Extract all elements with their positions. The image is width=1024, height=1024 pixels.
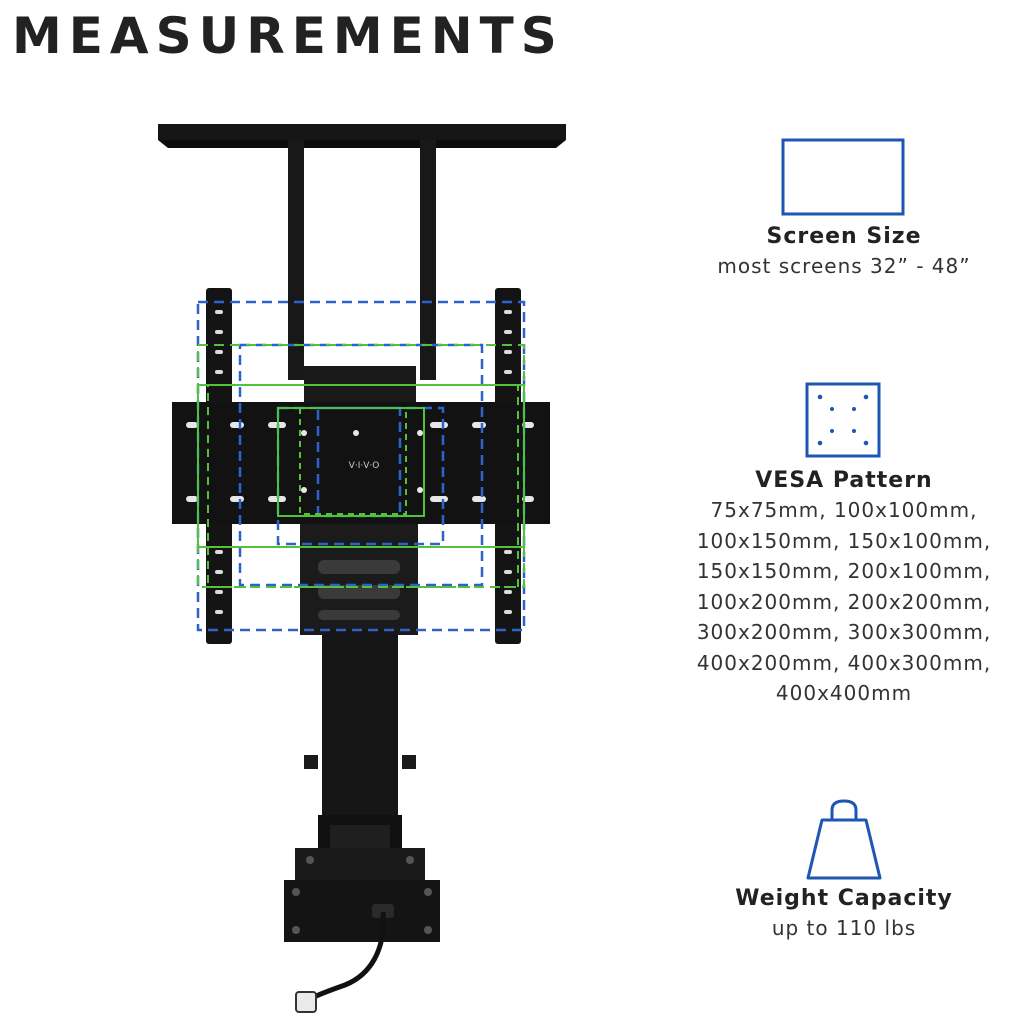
vesa-size-line: 100x200mm, 200x200mm, xyxy=(696,589,992,614)
vesa-size-line: 100x150mm, 150x100mm, xyxy=(696,528,992,553)
spec-heading: Weight Capacity xyxy=(735,886,953,911)
weight-icon xyxy=(806,799,882,880)
tv-lift-illustration: V·I·V·O xyxy=(158,124,566,1013)
vesa-size-line: 150x150mm, 200x100mm, xyxy=(696,559,992,583)
spec-description: most screens 32” - 48” xyxy=(717,254,971,278)
spec-heading: Screen Size xyxy=(766,224,922,249)
cable-plug xyxy=(295,991,317,1013)
vesa-size-line: 400x200mm, 400x300mm, xyxy=(696,650,992,675)
spec-vesa-pattern: VESA Pattern 75x75mm, 100x100mm, 100x150… xyxy=(664,382,1024,709)
spec-heading: VESA Pattern xyxy=(755,468,933,493)
vesa-size-line: 400x400mm xyxy=(775,681,913,705)
mount-logo: V·I·V·O xyxy=(349,461,380,471)
top-shelf-plate xyxy=(158,124,566,140)
support-post xyxy=(288,140,304,380)
support-post xyxy=(420,140,436,380)
page-title: MEASUREMENTS xyxy=(12,7,564,65)
base-plate xyxy=(284,880,440,942)
vesa-size-line: 300x200mm, 300x300mm, xyxy=(696,620,992,644)
spec-screen-size: Screen Size most screens 32” - 48” xyxy=(664,138,1024,282)
spec-description: up to 110 lbs xyxy=(771,916,917,940)
vesa-guide-green xyxy=(197,344,525,588)
spec-weight-capacity: Weight Capacity up to 110 lbs xyxy=(664,798,1024,944)
vesa-pattern-icon xyxy=(805,382,881,458)
vesa-size-line: 75x75mm, 100x100mm, xyxy=(710,498,978,522)
vesa-size-list: 75x75mm, 100x100mm, 100x150mm, 150x100mm… xyxy=(664,495,1024,709)
screen-icon xyxy=(781,138,905,216)
